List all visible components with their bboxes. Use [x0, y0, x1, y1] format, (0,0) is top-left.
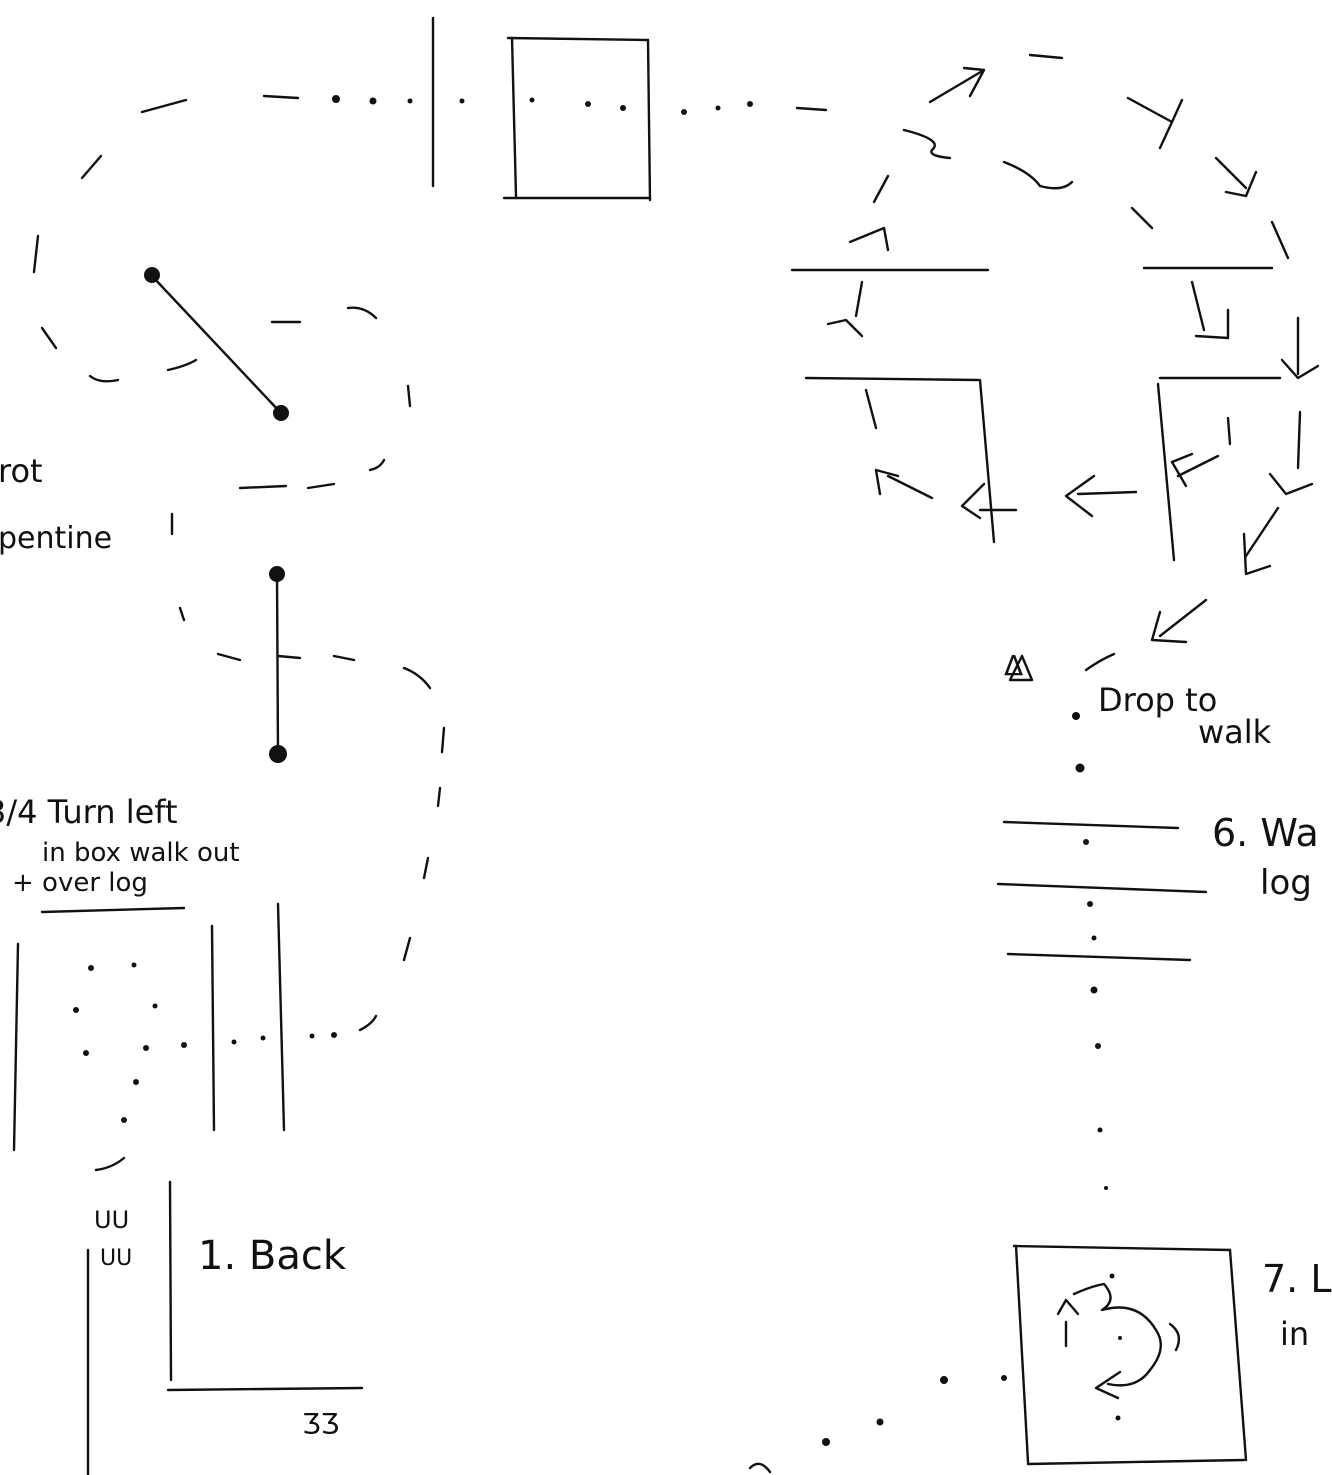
- triangle-marker: [1008, 654, 1034, 682]
- serpentine-dashes: [178, 606, 446, 1032]
- serpentine-label: pentine: [0, 521, 113, 556]
- back-label: 1. Back: [198, 1233, 346, 1279]
- trot-label: rot: [0, 452, 43, 490]
- turn-label-line1: 3/4 Turn left: [0, 793, 178, 831]
- back-l-obstacle: [86, 1180, 364, 1475]
- marker-label: Δ: [1004, 649, 1024, 682]
- right-gate-obstacles: [790, 266, 1282, 562]
- diagonal-pole: [144, 267, 289, 421]
- vertical-pole: [269, 566, 287, 763]
- arrow-path-right: [826, 53, 1320, 672]
- turn-label-line3: + over log: [12, 868, 148, 898]
- drop-label-line1: Drop to: [1098, 681, 1218, 719]
- seven-label-line1: 7. L: [1262, 1257, 1332, 1301]
- trot-dashed-loop: [32, 94, 828, 536]
- top-walk-path: [332, 95, 753, 115]
- turn-box-obstacle: [12, 902, 337, 1172]
- seven-label-line2: in: [1280, 1315, 1310, 1353]
- walk-over-label-line2: log: [1260, 863, 1312, 903]
- back-start-marks: UU: [94, 1206, 130, 1234]
- back-start-marks-2: UU: [100, 1246, 133, 1271]
- turn-label-line2: in box walk out: [42, 838, 240, 868]
- bottom-right-box: [748, 1244, 1248, 1474]
- top-box-obstacle: [431, 16, 652, 202]
- walk-over-logs: [996, 712, 1208, 1190]
- drop-label-line2: walk: [1198, 713, 1272, 751]
- walk-over-label-line1: 6. Wa: [1212, 811, 1319, 855]
- corner-marks: ƷƷ: [302, 1407, 340, 1440]
